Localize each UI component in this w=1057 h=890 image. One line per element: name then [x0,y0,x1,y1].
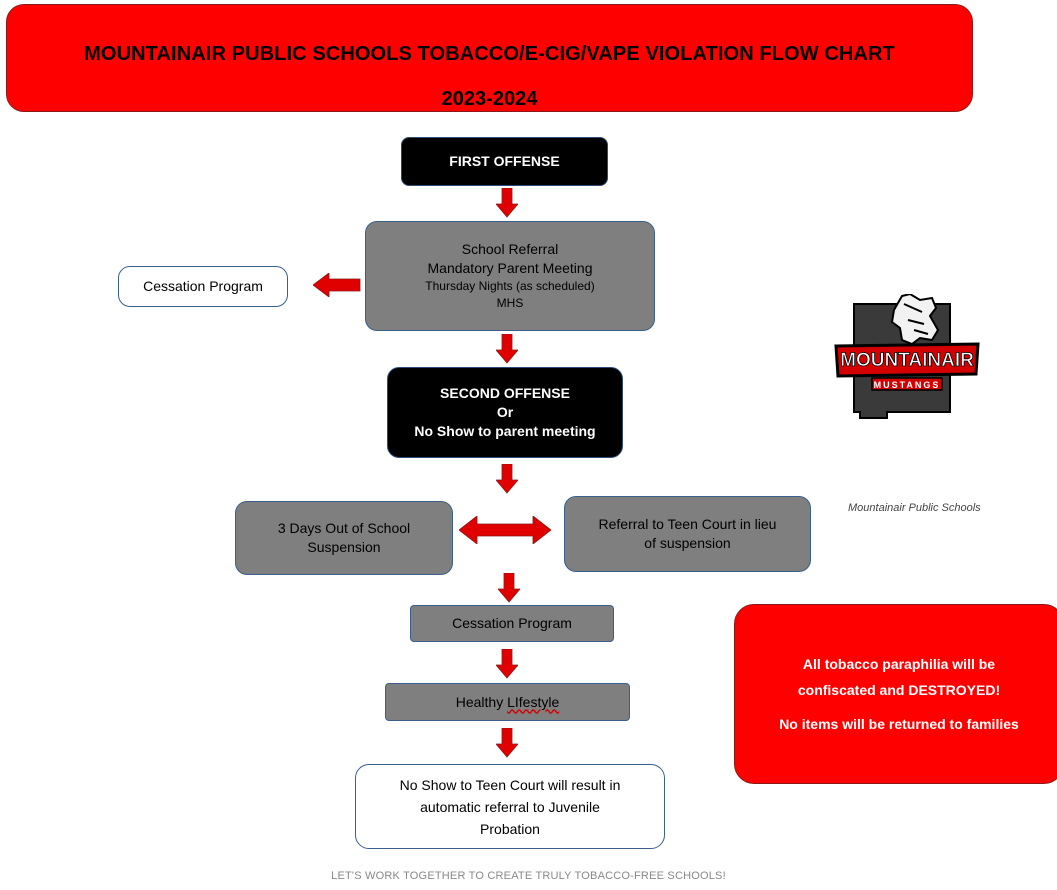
no-show-line2: automatic referral to Juvenile [420,798,600,815]
lifestyle-word: LIfestyle [507,693,560,710]
no-show-line1: No Show to Teen Court will result in [399,776,621,793]
teen-court-line1: Referral to Teen Court in lieu [598,516,777,532]
first-offense-box: FIRST OFFENSE [401,137,608,186]
school-year: 2023-2024 [441,88,538,110]
no-show-teen-court-box: No Show to Teen Court will result in aut… [355,764,665,849]
confiscation-notice-box: All tobacco paraphilia will be confiscat… [734,604,1057,784]
cessation-side-label: Cessation Program [143,278,263,294]
teen-court-line2: of suspension [644,535,731,551]
logo-text: MOUNTAINAIR [840,350,974,371]
arrow-down-4-icon [498,573,520,603]
school-referral-line4: MHS [496,296,524,310]
mountainair-mustangs-logo: MOUNTAINAIR MUSTANGS [834,294,980,419]
page-title: MOUNTAINAIR PUBLIC SCHOOLS TOBACCO/E-CIG… [84,43,895,65]
no-show-line3: Probation [480,820,540,837]
school-referral-box: School Referral Mandatory Parent Meeting… [365,221,655,331]
arrow-double-horizontal-icon [459,516,551,544]
healthy-lifestyle-box: Healthy LIfestyle [385,683,630,721]
arrow-down-1-icon [496,188,518,218]
arrow-left-icon [313,273,361,297]
cessation-program-side-box: Cessation Program [118,266,288,307]
arrow-down-5-icon [496,649,518,679]
school-referral-line2: Mandatory Parent Meeting [427,260,593,276]
arrow-down-6-icon [496,728,518,758]
logo-subtext: MUSTANGS [874,380,941,390]
second-offense-line3: No Show to parent meeting [414,423,596,439]
header-banner: MOUNTAINAIR PUBLIC SCHOOLS TOBACCO/E-CIG… [6,4,973,112]
second-offense-line1: SECOND OFFENSE [440,385,570,401]
cessation-program-box: Cessation Program [410,605,614,642]
notice-line2: confiscated and DESTROYED! [797,682,1001,698]
teen-court-box: Referral to Teen Court in lieu of suspen… [564,496,811,572]
suspension-box: 3 Days Out of School Suspension [235,501,453,575]
school-referral-line3: Thursday Nights (as scheduled) [425,279,595,293]
suspension-line1: 3 Days Out of School [277,520,411,536]
second-offense-box: SECOND OFFENSE Or No Show to parent meet… [387,367,623,458]
suspension-line2: Suspension [307,539,381,555]
arrow-down-3-icon [496,464,518,494]
healthy-lifestyle-label: Healthy LIfestyle [456,693,560,712]
arrow-down-2-icon [496,334,518,364]
healthy-word: Healthy [455,693,504,710]
second-offense-line2: Or [496,404,514,420]
first-offense-label: FIRST OFFENSE [449,153,560,169]
logo-caption: Mountainair Public Schools [848,502,981,514]
footer-slogan: LET'S WORK TOGETHER TO CREATE TRULY TOBA… [331,870,726,882]
notice-line1: All tobacco paraphilia will be [802,656,996,672]
cessation-main-label: Cessation Program [452,615,572,631]
notice-line3: No items will be returned to families [779,716,1019,732]
school-referral-line1: School Referral [461,241,559,257]
